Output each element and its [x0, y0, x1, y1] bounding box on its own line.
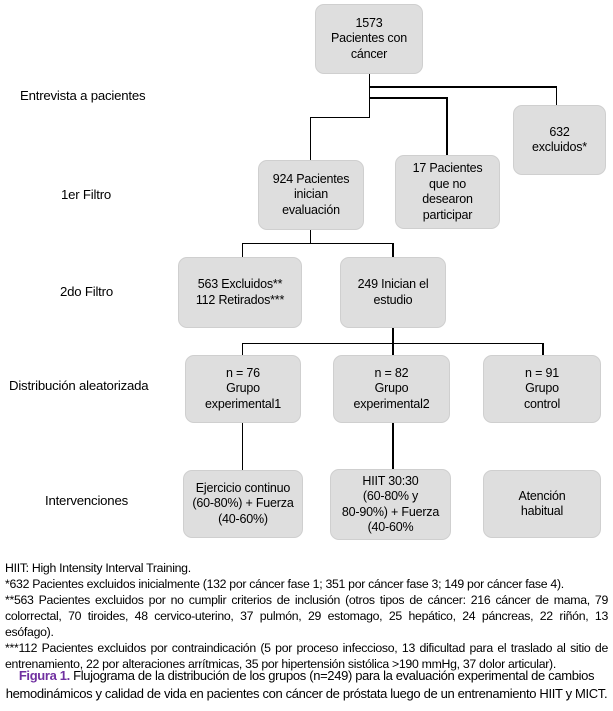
connector-start249-down	[392, 328, 394, 344]
connector-to-exp2-vertical	[392, 342, 394, 356]
stage-label-filter1: 1er Filtro	[61, 187, 112, 202]
connector-to-eval924-vertical	[309, 116, 311, 161]
figure-caption: Figura 1. Flujograma de la distribución …	[4, 667, 609, 702]
connector-to-eval924-horizontal	[309, 116, 370, 118]
stage-label-randomization: Distribución aleatorizada	[9, 378, 149, 393]
node-excluded-563-retired-112: 563 Excluidos** 112 Retirados***	[178, 257, 302, 328]
footnote-hiit-definition: HIIT: High Intensity Interval Training.	[5, 561, 191, 575]
node-group-experimental2: n = 82 Grupo experimental2	[333, 355, 450, 423]
connector-eval924-down	[309, 230, 311, 244]
connector-to-control-vertical	[542, 342, 544, 356]
connector-to-excluded632-horizontal	[368, 86, 557, 88]
connector-exp2-to-intervention	[392, 423, 394, 469]
footnote-excluded-563: **563 Pacientes excluidos por no cumplir…	[5, 593, 608, 639]
stage-label-filter2: 2do Filtro	[60, 284, 113, 299]
connector-to-declined17-horizontal	[368, 97, 448, 99]
node-intervention-continuous: Ejercicio continuo (60-80%) + Fuerza (40…	[183, 470, 303, 538]
connector-to-exp1-vertical	[241, 342, 243, 356]
figure-caption-label: Figura 1.	[18, 668, 70, 683]
node-intervention-usual-care: Atención habitual	[483, 470, 601, 538]
node-declined-17: 17 Pacientes que no desearon participar	[395, 155, 500, 229]
node-group-control: n = 91 Grupo control	[483, 355, 601, 423]
stage-label-interview: Entrevista a pacientes	[20, 88, 146, 103]
node-evaluation-924: 924 Pacientes inician evaluación	[258, 160, 364, 230]
connector-to-excluded632-vertical	[555, 86, 557, 106]
footnote-excluded-112: ***112 Pacientes excluidos por contraind…	[5, 641, 608, 671]
node-start-study-249: 249 Inician el estudio	[340, 257, 446, 328]
connector-to-declined17-vertical	[446, 97, 448, 156]
stage-label-interventions: Intervenciones	[45, 493, 128, 508]
figure-caption-text: Flujograma de la distribución de los gru…	[5, 668, 608, 701]
node-excluded-632: 632 excluidos*	[513, 105, 606, 175]
footnotes: HIIT: High Intensity Interval Training. …	[5, 560, 608, 672]
connector-exp1-to-intervention	[241, 423, 243, 470]
node-group-experimental1: n = 76 Grupo experimental1	[185, 355, 301, 423]
connector-filter2-horizontal	[241, 242, 394, 244]
connector-to-start249-vertical	[392, 242, 394, 258]
node-total-patients: 1573 Pacientes con cáncer	[315, 4, 423, 74]
footnote-excluded-632: *632 Pacientes excluidos inicialmente (1…	[5, 577, 564, 591]
node-intervention-hiit: HIIT 30:30 (60-80% y 80-90%) + Fuerza (4…	[330, 469, 451, 540]
connector-to-excluded563-vertical	[241, 242, 243, 258]
connector-total-down	[368, 73, 370, 118]
